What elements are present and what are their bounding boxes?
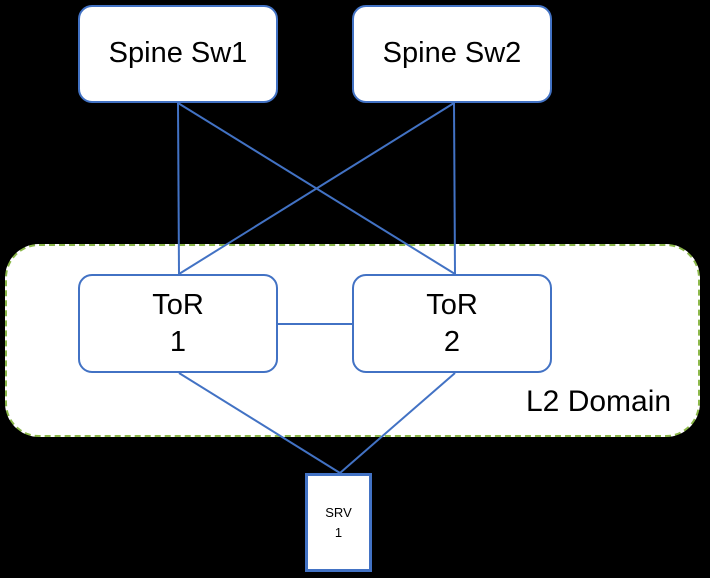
link-spine2-to-tor2 — [453, 102, 456, 275]
link-tor2-to-srv1 — [339, 372, 456, 474]
node-label: Spine Sw2 — [382, 37, 522, 70]
node-spine-sw1[interactable]: Spine Sw1 — [78, 5, 278, 103]
link-spine2-to-tor1 — [178, 102, 455, 275]
l2-domain-label: L2 Domain — [526, 385, 672, 418]
node-tor-1[interactable]: ToR 1 — [78, 274, 278, 373]
node-srv-1[interactable]: SRV 1 — [305, 473, 372, 572]
link-spine1-to-tor1 — [177, 102, 180, 275]
node-tor-2[interactable]: ToR 2 — [352, 274, 552, 373]
node-label-line1: ToR — [152, 289, 204, 322]
link-tor1-to-srv1 — [178, 372, 341, 474]
node-label-line1: ToR — [426, 289, 478, 322]
node-label: Spine Sw1 — [108, 37, 248, 70]
node-label-line2: 2 — [443, 325, 461, 358]
node-spine-sw2[interactable]: Spine Sw2 — [352, 5, 552, 103]
node-label-line2: 1 — [334, 524, 343, 540]
node-label-line1: SRV — [325, 505, 352, 520]
node-label-line2: 1 — [169, 325, 187, 358]
